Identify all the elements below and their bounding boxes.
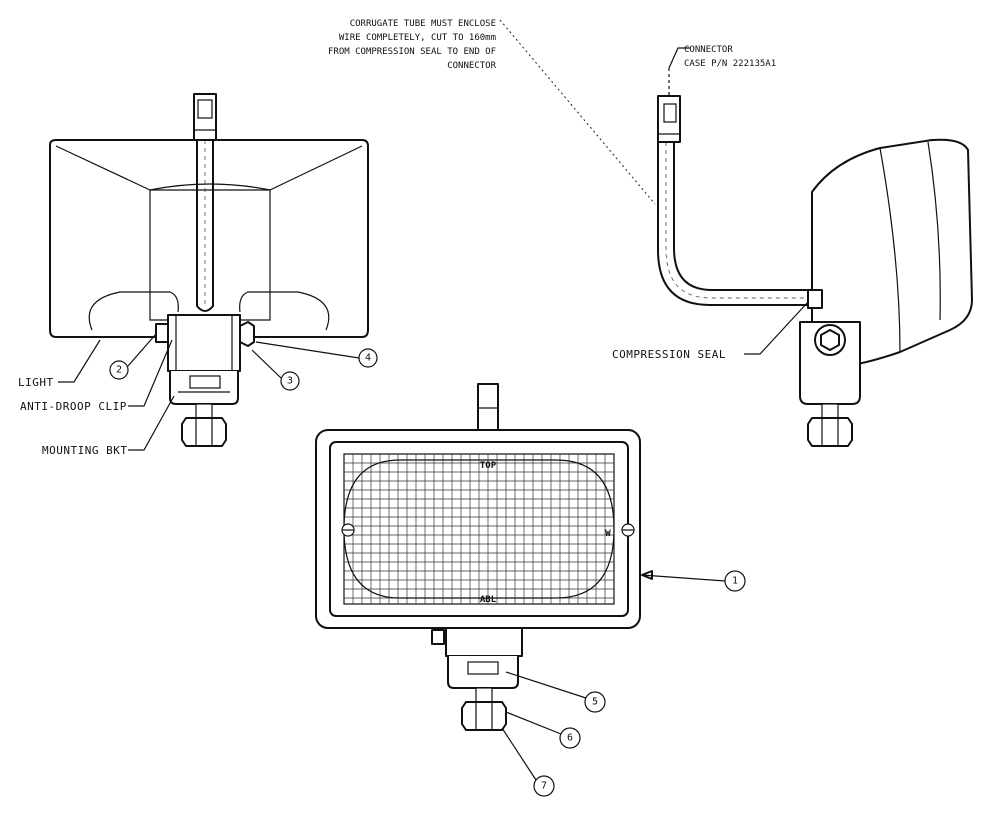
lens-view-bottom-nut bbox=[461, 701, 507, 731]
callout-7: 7 bbox=[541, 781, 547, 792]
callout-3: 3 bbox=[287, 376, 293, 387]
note-line-2: WIRE COMPLETELY, CUT TO 160mm bbox=[339, 33, 496, 43]
callout-6: 6 bbox=[567, 733, 573, 744]
corrugate-note: CORRUGATE TUBE MUST ENCLOSE WIRE COMPLET… bbox=[328, 19, 656, 205]
callout-5: 5 bbox=[592, 697, 598, 708]
callout-2-circle bbox=[109, 360, 129, 380]
callout-4: 4 bbox=[365, 353, 371, 364]
callout-6-circle bbox=[559, 727, 581, 749]
front-view-light-assembly bbox=[49, 93, 369, 447]
lens-front-view: TOP ABL W bbox=[315, 383, 641, 731]
left-callouts: 2 3 4 LIGHT ANTI-DROOP CLIP MOUNTING BKT bbox=[18, 333, 378, 457]
callout-5-circle bbox=[584, 691, 606, 713]
note-leader bbox=[499, 19, 656, 205]
side-connector-latch bbox=[663, 103, 677, 123]
lens-grid bbox=[344, 454, 614, 604]
light-housing-outline bbox=[49, 139, 369, 338]
anti-droop-clip-body bbox=[167, 314, 241, 372]
compression-seal-leader bbox=[744, 301, 809, 355]
lens-label-bottom: ABL bbox=[480, 595, 497, 605]
note-line-4: CONNECTOR bbox=[447, 61, 496, 71]
bottom-callouts: 1 5 6 7 bbox=[501, 570, 746, 797]
lens-view-bracket-top bbox=[445, 627, 523, 657]
lens-label-side: W bbox=[605, 529, 611, 539]
bottom-bolt-shank bbox=[195, 403, 213, 419]
inner-reflector bbox=[149, 189, 271, 321]
connector-label-1: CONNECTOR bbox=[684, 45, 733, 55]
side-lens-edge bbox=[927, 141, 941, 321]
right-shoulder-curve bbox=[239, 291, 330, 331]
compression-seal bbox=[807, 289, 823, 309]
side-connector bbox=[657, 95, 681, 143]
lens-label-top: TOP bbox=[480, 461, 497, 471]
label-mounting-bkt: MOUNTING BKT bbox=[42, 444, 127, 457]
left-shoulder-curve bbox=[88, 291, 179, 331]
connector-label-2: CASE P/N 222135A1 bbox=[684, 59, 776, 69]
side-view-light-assembly: CONNECTOR CASE P/N 222135A1 COMPRESSION … bbox=[612, 45, 973, 447]
bezel-lines bbox=[55, 145, 363, 191]
bottom-nut bbox=[181, 417, 227, 447]
lens-view-bracket-nut bbox=[467, 661, 499, 675]
label-anti-droop-clip: ANTI-DROOP CLIP bbox=[20, 400, 127, 413]
callout-3-circle bbox=[280, 371, 300, 391]
top-connector bbox=[193, 93, 217, 141]
pivot-nut bbox=[820, 329, 840, 351]
callout-2: 2 bbox=[116, 365, 122, 376]
bent-tube-outer bbox=[657, 141, 813, 306]
lens-view-side-bolt bbox=[431, 629, 445, 645]
note-line-3: FROM COMPRESSION SEAL TO END OF bbox=[328, 47, 496, 57]
corrugate-tube-front bbox=[196, 139, 214, 312]
right-nut bbox=[239, 321, 255, 347]
connector-leader bbox=[668, 47, 690, 69]
side-housing-seam bbox=[879, 147, 901, 353]
label-compression-seal: COMPRESSION SEAL bbox=[612, 348, 726, 361]
side-bottom-nut bbox=[807, 417, 853, 447]
connector-latch bbox=[197, 99, 213, 119]
lens-oval-reflector bbox=[343, 459, 615, 599]
left-bolt-head bbox=[155, 323, 169, 343]
lens-view-connector bbox=[477, 383, 499, 431]
bracket-nut bbox=[189, 375, 221, 389]
note-line-1: CORRUGATE TUBE MUST ENCLOSE bbox=[350, 19, 496, 29]
callout-7-circle bbox=[533, 775, 555, 797]
bent-tube-inner bbox=[673, 141, 813, 291]
reflector-top-curve bbox=[149, 183, 271, 191]
label-light: LIGHT bbox=[18, 376, 54, 389]
callout-1: 1 bbox=[732, 576, 738, 587]
